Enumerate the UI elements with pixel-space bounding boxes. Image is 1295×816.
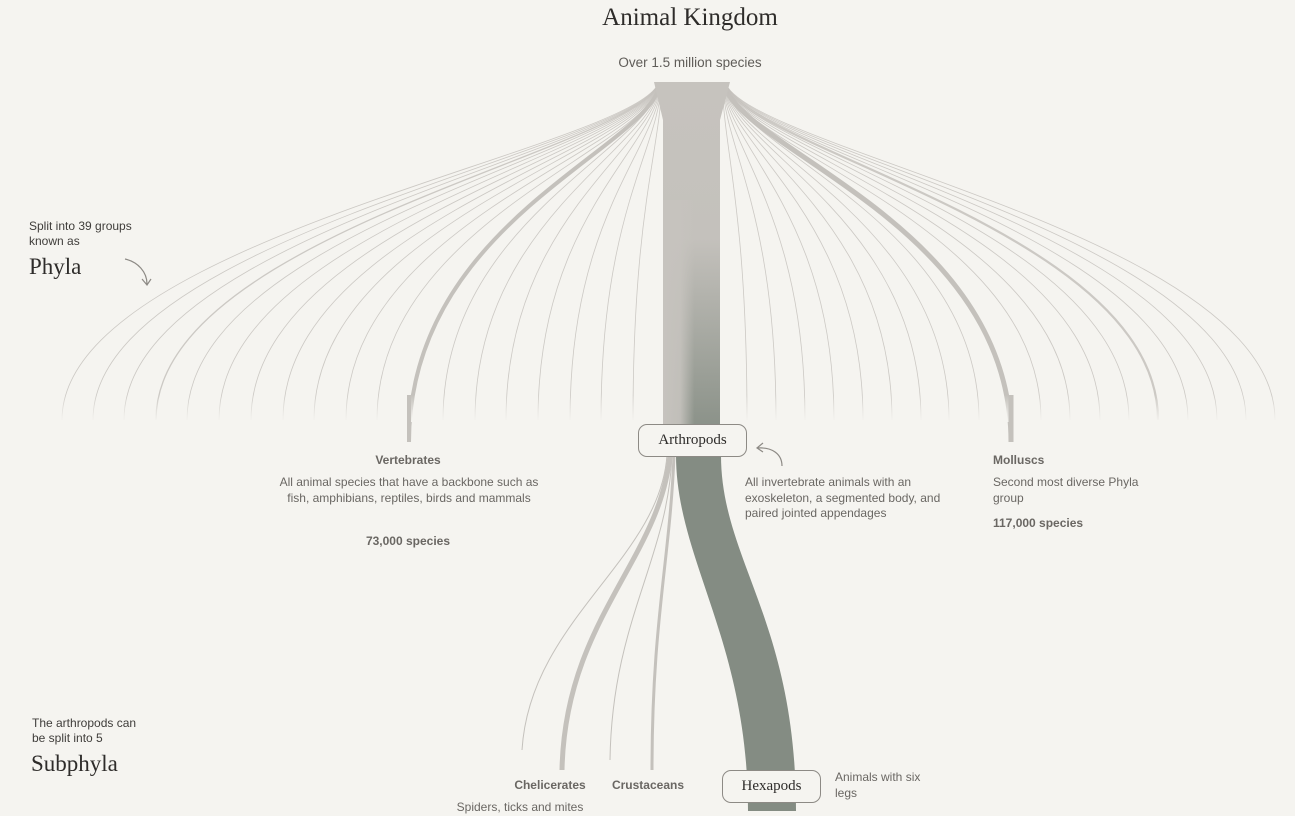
- phylum-branch: [250, 83, 660, 421]
- phylum-branch: [722, 83, 835, 421]
- phylum-branch: [123, 83, 659, 421]
- phylum-branch: [721, 83, 1014, 443]
- curved-arrow-down-icon: [124, 258, 152, 287]
- arthropods-node[interactable]: Arthropods: [638, 424, 747, 457]
- phylum-branch: [722, 83, 748, 421]
- phylum-branch: [723, 83, 950, 421]
- phylum-branch: [61, 83, 659, 421]
- curved-arrow-left-icon: [755, 442, 783, 467]
- phylum-branch: [724, 83, 1071, 421]
- phylum-branch: [722, 83, 864, 421]
- phyla-heading: Phyla: [29, 254, 82, 279]
- vertebrates-description: All animal species that have a backbone …: [279, 475, 539, 505]
- phylum-branch: [92, 83, 659, 421]
- phyla-intro: Split into 39 groups known as: [29, 219, 132, 248]
- phylum-branch: [218, 83, 660, 421]
- phylum-branch: [505, 83, 662, 421]
- phylum-branch: [725, 83, 1247, 421]
- phylum-branch: [282, 83, 660, 421]
- molluscs-label: Molluscs: [993, 453, 1045, 467]
- page-title: Animal Kingdom: [602, 4, 778, 31]
- chelicerates-label: Chelicerates: [514, 778, 586, 792]
- page-subtitle: Over 1.5 million species: [618, 55, 762, 70]
- phylum-branch: [722, 83, 777, 421]
- phylum-branch: [724, 83, 1042, 421]
- arthropods-stem: [654, 82, 730, 430]
- phylum-branch: [569, 83, 662, 421]
- phylum-branch: [407, 83, 663, 443]
- subphyla-branches: [521, 454, 796, 811]
- phylum-branch: [725, 83, 1189, 421]
- phylum-branch: [442, 83, 661, 421]
- phylum-branch: [345, 83, 661, 421]
- phylum-branch: [313, 83, 660, 421]
- phylum-branch: [632, 83, 662, 421]
- phylum-branch: [724, 83, 1160, 421]
- phylum-branch: [186, 83, 660, 421]
- phylum-branch: [723, 83, 893, 421]
- phylum-branch: [725, 83, 1276, 421]
- phylum-branch: [155, 83, 660, 421]
- molluscs-description: Second most diverse Phyla group: [993, 475, 1139, 505]
- hexapods-description: Animals with six legs: [835, 770, 921, 800]
- arthropods-description: All invertebrate animals with an exoskel…: [745, 475, 941, 520]
- chelicerates-description: Spiders, ticks and mites: [456, 800, 584, 814]
- phylum-branch: [537, 83, 662, 421]
- phylum-branch: [722, 83, 806, 421]
- phylum-branch: [474, 83, 661, 421]
- subphyla-heading: Subphyla: [31, 751, 118, 776]
- phylum-branch: [725, 83, 1218, 421]
- vertebrates-label: Vertebrates: [375, 453, 441, 467]
- phylum-branch: [600, 83, 662, 421]
- crustaceans-label: Crustaceans: [611, 778, 685, 792]
- molluscs-species-count: 117,000 species: [993, 516, 1084, 530]
- subphyla-intro: The arthropods can be split into 5: [32, 716, 137, 745]
- phylum-branch: [723, 83, 922, 421]
- hexapods-node[interactable]: Hexapods: [722, 770, 821, 803]
- phylum-branch: [724, 83, 1101, 421]
- vertebrates-species-count: 73,000 species: [365, 534, 451, 548]
